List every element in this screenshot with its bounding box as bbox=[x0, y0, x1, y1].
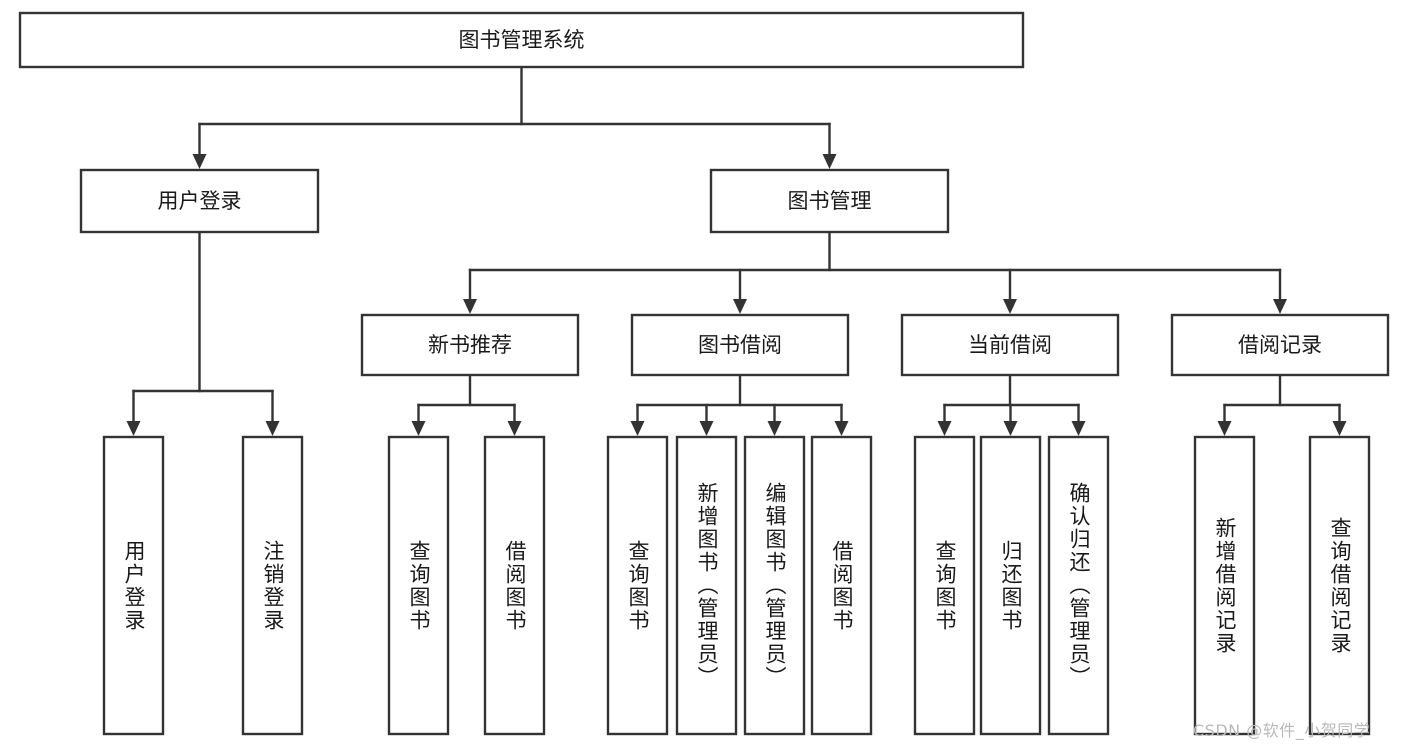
level3-node-2-label: 当前借阅 bbox=[968, 333, 1052, 357]
level2-node-1-label: 图书管理 bbox=[788, 189, 872, 213]
level3-node-3[interactable] bbox=[1170, 313, 1390, 377]
root-node-book-management-system[interactable] bbox=[18, 11, 1025, 69]
level3-node-3-label: 借阅记录 bbox=[1238, 333, 1322, 357]
leaf-node-6[interactable] bbox=[743, 435, 806, 736]
level3-node-1-label: 图书借阅 bbox=[698, 333, 782, 357]
leaf-node-3[interactable] bbox=[483, 435, 546, 736]
arrow-head-icon bbox=[463, 299, 477, 314]
arrow-head-icon bbox=[126, 421, 141, 436]
level3-node-1[interactable] bbox=[630, 313, 850, 377]
leaf-node-11[interactable] bbox=[1193, 435, 1256, 736]
leaf-node-8[interactable] bbox=[913, 435, 976, 736]
level3-node-0-label: 新书推荐 bbox=[428, 333, 512, 357]
root-node-book-management-system-label: 图书管理系统 bbox=[459, 28, 585, 52]
level2-node-0[interactable] bbox=[79, 168, 320, 234]
arrow-head-icon bbox=[767, 421, 782, 436]
level2-node-1[interactable] bbox=[709, 168, 950, 234]
leaf-node-9[interactable] bbox=[979, 435, 1042, 736]
arrow-head-icon bbox=[1003, 299, 1017, 314]
arrow-head-icon bbox=[265, 421, 280, 436]
arrow-head-icon bbox=[699, 421, 714, 436]
leaf-node-10[interactable] bbox=[1047, 435, 1110, 736]
arrow-head-icon bbox=[192, 154, 207, 169]
leaf-node-0[interactable] bbox=[102, 435, 165, 736]
arrow-head-icon bbox=[733, 299, 747, 314]
level2-node-0-label: 用户登录 bbox=[158, 189, 242, 213]
level3-node-0[interactable] bbox=[360, 313, 580, 377]
level3-node-2[interactable] bbox=[900, 313, 1120, 377]
leaf-node-2[interactable] bbox=[387, 435, 450, 736]
leaf-node-5[interactable] bbox=[675, 435, 738, 736]
arrow-head-icon bbox=[507, 421, 522, 436]
leaf-node-12[interactable] bbox=[1308, 435, 1371, 736]
arrow-head-icon bbox=[411, 421, 426, 436]
arrow-head-icon bbox=[630, 421, 645, 436]
csdn-watermark: CSDN @软件_小贺同学 bbox=[1193, 721, 1371, 740]
connector-lines-layer bbox=[126, 65, 1347, 436]
arrow-head-icon bbox=[1003, 421, 1018, 436]
leaf-node-7[interactable] bbox=[810, 435, 873, 736]
arrow-head-icon bbox=[834, 421, 849, 436]
arrow-head-icon bbox=[937, 421, 952, 436]
arrow-head-icon bbox=[1217, 421, 1232, 436]
leaf-node-4[interactable] bbox=[606, 435, 669, 736]
arrow-head-icon bbox=[1273, 299, 1287, 314]
arrow-head-icon bbox=[1332, 421, 1347, 436]
leaf-node-1[interactable] bbox=[241, 435, 304, 736]
arrow-head-icon bbox=[1071, 421, 1086, 436]
arrow-head-icon bbox=[822, 154, 837, 169]
